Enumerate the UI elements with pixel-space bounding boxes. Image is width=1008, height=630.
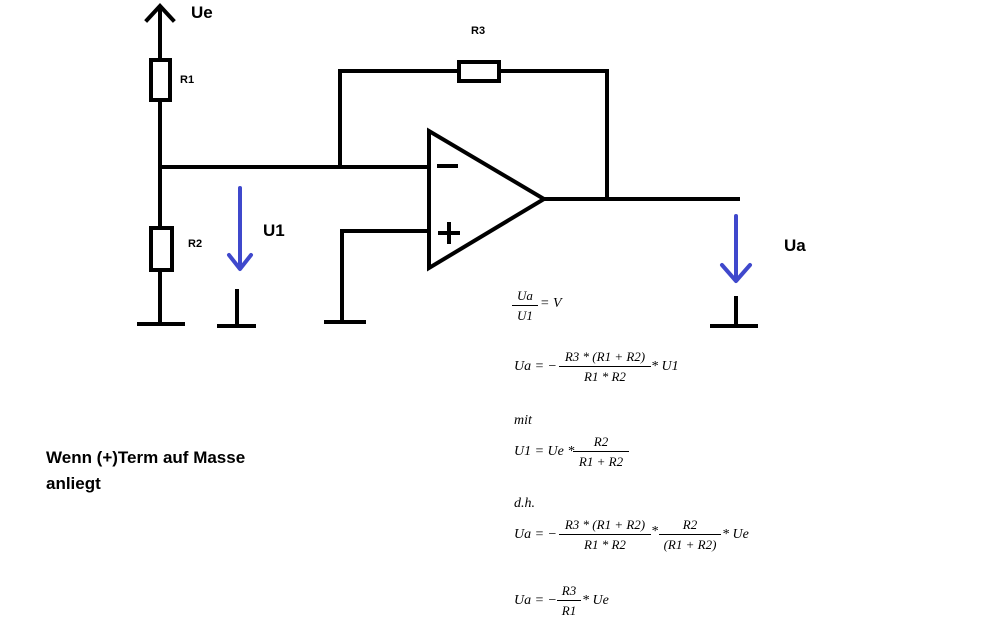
formula-1-denominator: U1 <box>517 308 533 323</box>
ue-arrow-head <box>144 3 176 23</box>
formula-4-numerator-2: R2 <box>659 517 721 535</box>
label-r2: R2 <box>188 238 203 250</box>
formula-4-denominator-2: (R1 + R2) <box>663 537 717 552</box>
formula-4-rhs: * Ue <box>722 527 749 542</box>
formula-2-numerator: R3 * (R1 + R2) <box>559 349 651 367</box>
text-mit: mit <box>514 413 532 428</box>
resistor-r1 <box>149 58 172 102</box>
u1-arrow-head <box>227 253 253 271</box>
formula-4-fraction-2: R2 (R1 + R2) <box>659 517 721 553</box>
note-line-2: anliegt <box>46 474 101 493</box>
resistor-r3 <box>457 60 501 83</box>
formula-5-rhs: * Ue <box>582 593 609 608</box>
formula-3-numerator: R2 <box>573 434 629 452</box>
label-ue: Ue <box>191 3 213 22</box>
formula-5-lhs: Ua = − <box>514 593 558 608</box>
text-dh: d.h. <box>514 496 535 511</box>
note-text: Wenn (+)Term auf Masse anliegt <box>46 445 245 497</box>
formula-2-fraction: R3 * (R1 + R2) R1 * R2 <box>559 349 651 385</box>
resistor-r2 <box>149 226 174 272</box>
note-line-1: Wenn (+)Term auf Masse <box>46 448 246 467</box>
formula-5-numerator: R3 <box>557 583 581 601</box>
formula-3-fraction: R2 R1 + R2 <box>573 434 629 470</box>
label-r3: R3 <box>471 25 486 37</box>
formula-2-rhs: * U1 <box>651 359 679 374</box>
formula-4-denominator-1: R1 * R2 <box>584 537 626 552</box>
opamp-triangle <box>427 127 548 272</box>
ua-arrow-head <box>720 263 752 283</box>
label-r1: R1 <box>180 74 195 86</box>
formula-5-denominator: R1 <box>561 603 577 618</box>
formula-1-rhs: = V <box>540 296 562 311</box>
formula-4-fraction-1: R3 * (R1 + R2) R1 * R2 <box>559 517 651 553</box>
formula-4-lhs: Ua = − <box>514 527 558 542</box>
formula-3-denominator: R1 + R2 <box>578 454 624 469</box>
formula-4-mid: * <box>651 524 658 539</box>
label-ua: Ua <box>784 236 806 255</box>
formula-4-numerator-1: R3 * (R1 + R2) <box>559 517 651 535</box>
formula-5-fraction: R3 R1 <box>557 583 581 619</box>
formula-3-lhs: U1 = Ue * <box>514 444 575 459</box>
formula-1-fraction: Ua U1 <box>512 288 538 324</box>
label-u1: U1 <box>263 221 285 240</box>
formula-2-lhs: Ua = − <box>514 359 558 374</box>
formula-2-denominator: R1 * R2 <box>584 369 626 384</box>
formula-1-numerator: Ua <box>512 288 538 306</box>
